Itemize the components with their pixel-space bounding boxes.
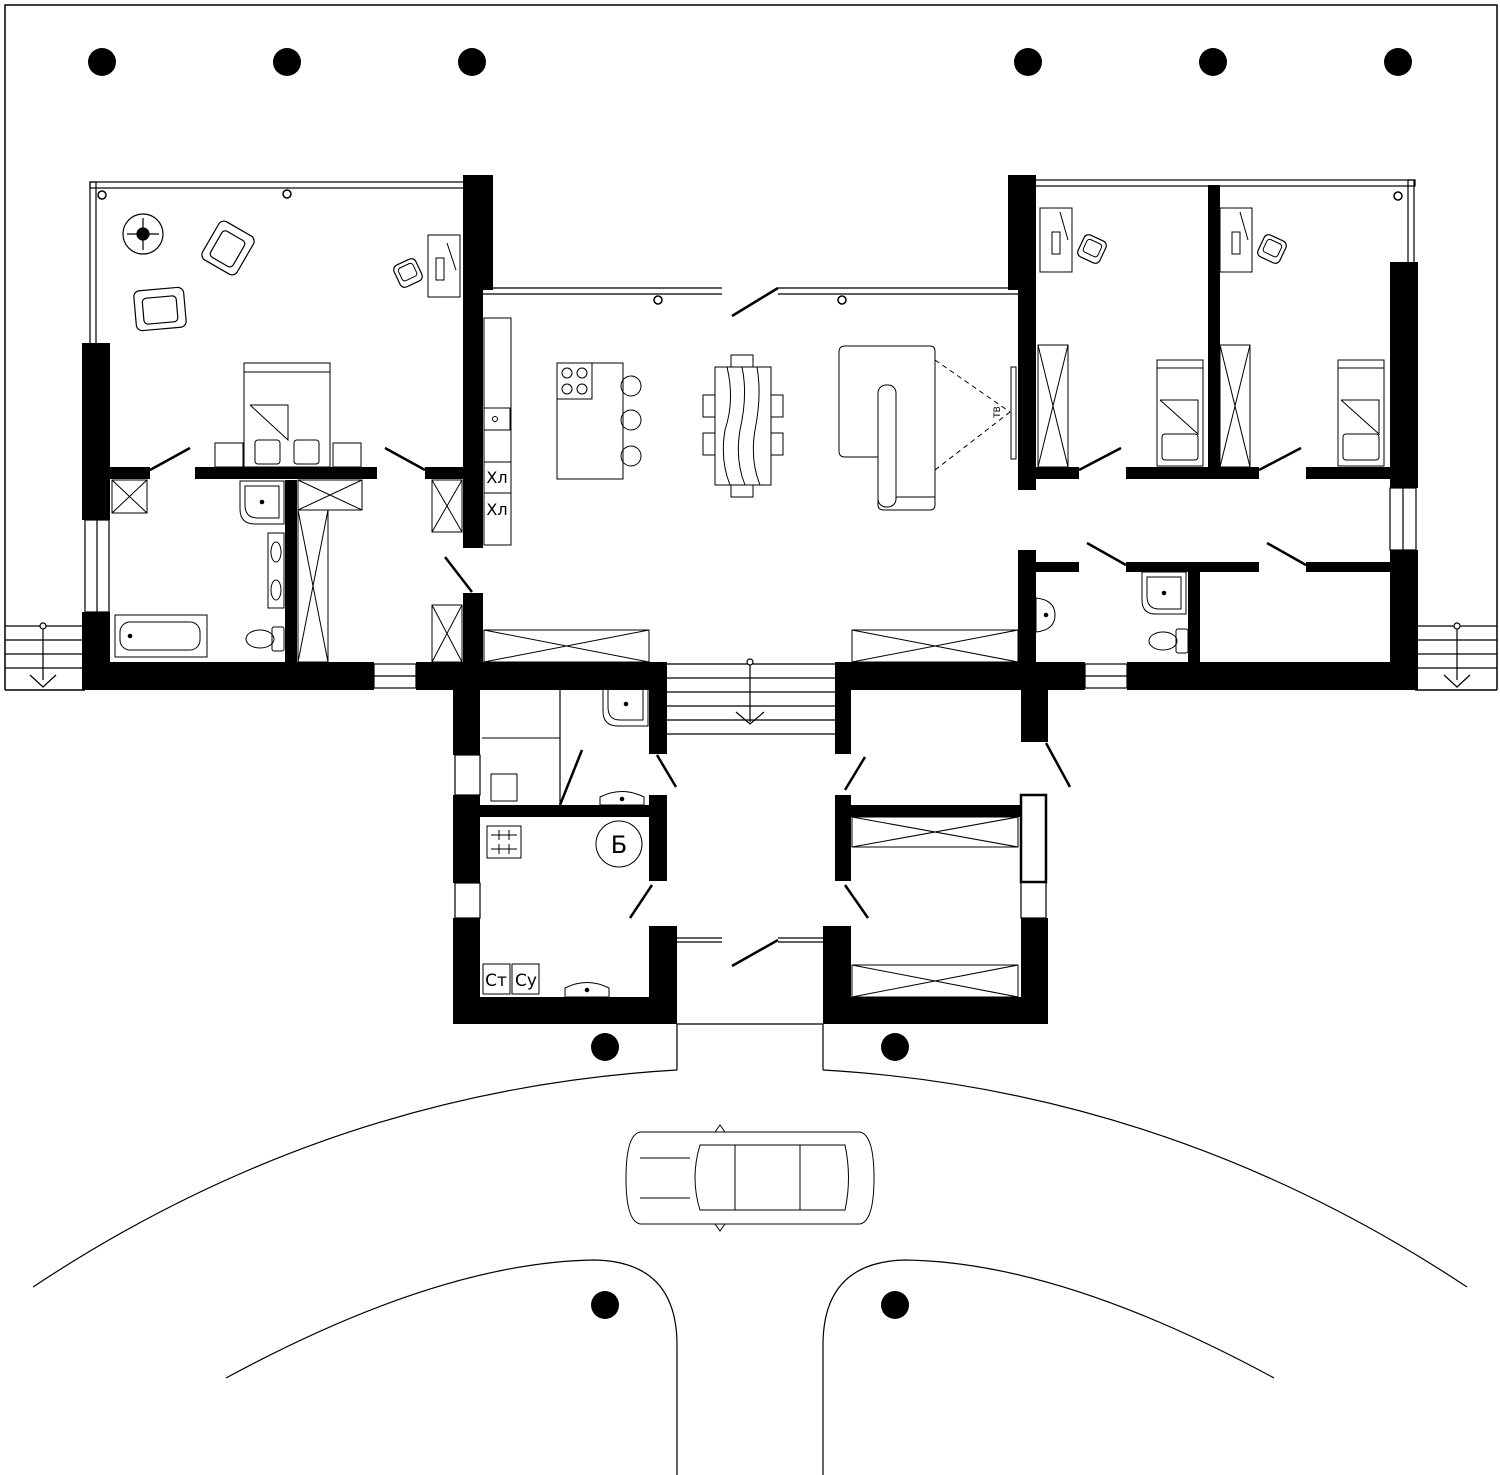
sofa-icon xyxy=(838,345,936,511)
column-icon xyxy=(88,48,116,76)
fridge-label: Хл xyxy=(486,468,507,487)
wardrobes xyxy=(111,344,1251,998)
car-icon xyxy=(625,1124,875,1232)
kitchen-island-icon xyxy=(556,362,642,480)
column-icon xyxy=(1014,48,1042,76)
bed-icon xyxy=(214,362,362,468)
walls xyxy=(82,175,1418,1024)
column-icon xyxy=(273,48,301,76)
fireplace-icon xyxy=(122,213,164,255)
column-icon xyxy=(881,1033,909,1061)
fridge-label: Хл xyxy=(486,500,507,519)
washer-label: Ст xyxy=(485,971,507,991)
column-icon xyxy=(1199,48,1227,76)
tv-icon xyxy=(934,359,1017,471)
stair-icon xyxy=(5,622,1497,735)
column-icon xyxy=(458,48,486,76)
sink-fixtures xyxy=(267,407,1056,998)
column-icon xyxy=(591,1291,619,1319)
tv-label: ТВ xyxy=(993,406,1003,419)
dryer-label: Су xyxy=(515,971,537,991)
column-icon xyxy=(591,1033,619,1061)
terrace-columns xyxy=(88,48,1412,1319)
toilet-icon xyxy=(245,626,1189,654)
driveway xyxy=(32,1023,1468,1475)
shower-icon xyxy=(239,480,1187,727)
terrace-outline xyxy=(4,4,1498,691)
bathtub-icon xyxy=(114,614,208,658)
boiler-label: Б xyxy=(611,831,627,859)
dining-table-icon xyxy=(702,354,784,498)
kitchen-counter xyxy=(483,317,512,546)
bed-icon xyxy=(1156,359,1385,467)
desk-icon xyxy=(391,207,1289,298)
armchair-icon xyxy=(133,220,255,332)
utility-fixtures xyxy=(482,737,643,995)
column-icon xyxy=(881,1291,909,1319)
door-icon xyxy=(149,286,1307,968)
column-icon xyxy=(1384,48,1412,76)
